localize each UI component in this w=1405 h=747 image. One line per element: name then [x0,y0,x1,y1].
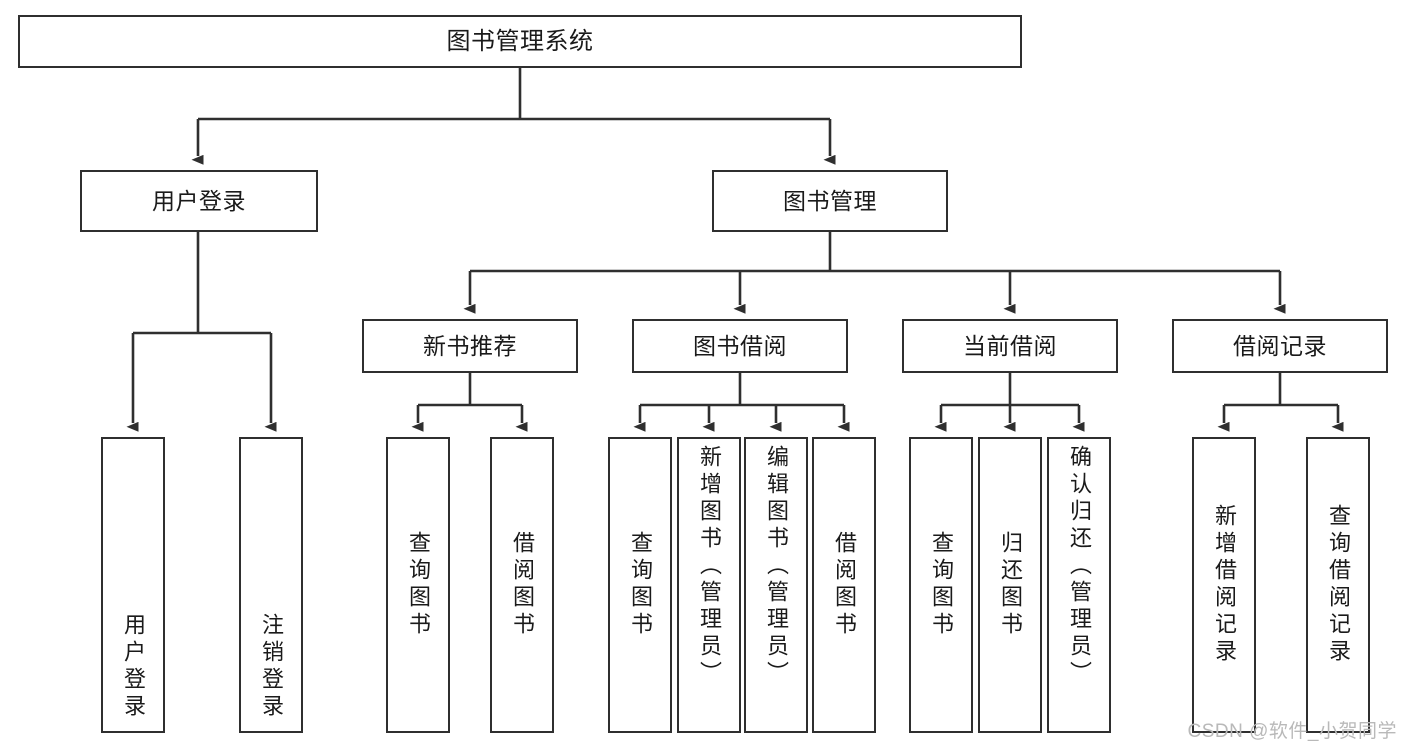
node-book-management[interactable]: 图书管理 [712,170,948,232]
node-label: 借阅图书 [832,531,857,639]
leaf-new-book-borrow[interactable]: 借阅图书 [490,437,554,733]
watermark-text: CSDN @软件_小贺同学 [1187,721,1397,742]
leaf-add-book-admin[interactable]: 新增图书（管理员） [677,437,741,733]
node-label: 查询图书 [628,531,653,639]
node-new-book-recommend[interactable]: 新书推荐 [362,319,578,373]
node-label: 借阅记录 [1233,332,1327,359]
leaf-confirm-return-admin[interactable]: 确认归还（管理员） [1047,437,1111,733]
node-label: 编辑图书（管理员） [764,445,789,688]
node-current-borrow[interactable]: 当前借阅 [902,319,1118,373]
node-label: 借阅图书 [510,531,535,639]
node-label: 新增借阅记录 [1212,504,1237,666]
node-label: 图书管理 [783,187,877,214]
leaf-current-query-book[interactable]: 查询图书 [909,437,973,733]
node-label: 图书借阅 [693,332,787,359]
node-label: 图书管理系统 [446,27,594,55]
leaf-user-login[interactable]: 用户登录 [101,437,165,733]
leaf-query-borrow-record[interactable]: 查询借阅记录 [1306,437,1370,733]
node-label: 用户登录 [152,187,246,214]
leaf-borrow-query-book[interactable]: 查询图书 [608,437,672,733]
node-label: 注销登录 [259,613,284,721]
leaf-user-logout[interactable]: 注销登录 [239,437,303,733]
node-root-system[interactable]: 图书管理系统 [18,15,1022,68]
leaf-new-book-query[interactable]: 查询图书 [386,437,450,733]
node-label: 新增图书（管理员） [697,445,722,688]
leaf-edit-book-admin[interactable]: 编辑图书（管理员） [744,437,808,733]
node-user-login[interactable]: 用户登录 [80,170,318,232]
node-label: 查询图书 [406,531,431,639]
node-label: 新书推荐 [423,332,517,359]
node-book-borrow[interactable]: 图书借阅 [632,319,848,373]
node-label: 当前借阅 [963,332,1057,359]
node-label: 归还图书 [998,531,1023,639]
leaf-borrow-book[interactable]: 借阅图书 [812,437,876,733]
node-label: 查询图书 [929,531,954,639]
node-label: 确认归还（管理员） [1067,445,1092,688]
node-label: 用户登录 [121,613,146,721]
node-label: 查询借阅记录 [1326,504,1351,666]
leaf-return-book[interactable]: 归还图书 [978,437,1042,733]
leaf-add-borrow-record[interactable]: 新增借阅记录 [1192,437,1256,733]
node-borrow-record[interactable]: 借阅记录 [1172,319,1388,373]
